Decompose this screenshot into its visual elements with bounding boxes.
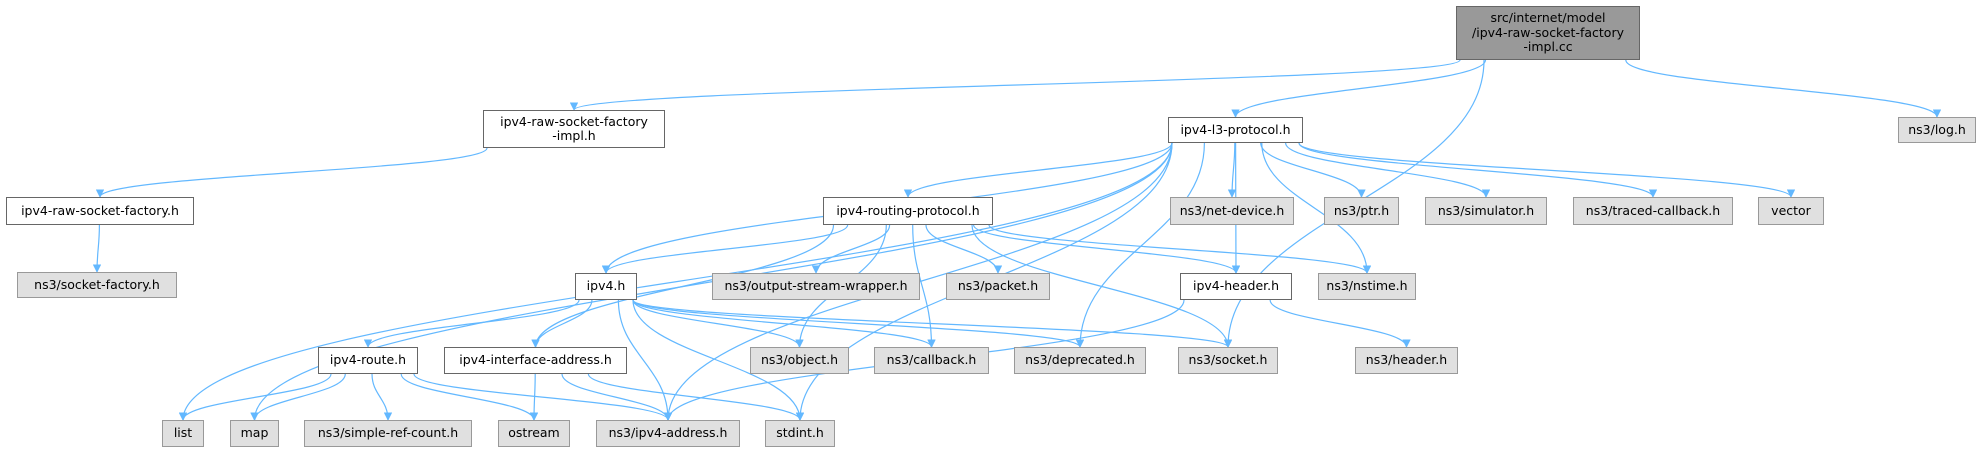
node-ns3-object-h: ns3/object.h (750, 347, 849, 374)
edge-ipv4_h-to-ipv4_address_h (617, 299, 673, 421)
node-ns3-output-stream-wrapper-h: ns3/output-stream-wrapper.h (712, 273, 920, 300)
edge-routing_protocol_h-to-nstime_h (988, 224, 1372, 274)
edge-route_h-to-ostream (400, 373, 539, 421)
node-ns3-log-h: ns3/log.h (1898, 117, 1976, 143)
node-ipv4-header-h[interactable]: ipv4-header.h (1180, 273, 1292, 300)
edge-routing_protocol_h-to-ipv4_h (601, 224, 849, 274)
edge-ipv4_header_h-to-header_h (1269, 299, 1411, 348)
node-ns3-nstime-h: ns3/nstime.h (1318, 273, 1416, 300)
edge-interface_address_h-to-stdint_h (587, 373, 805, 421)
edge-interface_address_h-to-ostream (529, 373, 539, 421)
edge-l3_protocol_h-to-vector (1298, 142, 1796, 198)
node-stdint-h: stdint.h (765, 420, 835, 447)
node-ns3-packet-h: ns3/packet.h (946, 273, 1050, 300)
node-ipv4-h[interactable]: ipv4.h (575, 273, 637, 300)
node-list: list (162, 420, 204, 447)
edge-l3_protocol_h-to-list (178, 142, 1173, 421)
edge-root-to-raw_impl_h (570, 59, 1461, 111)
edge-route_h-to-map (250, 373, 346, 421)
node-ipv4-raw-socket-factory-h[interactable]: ipv4-raw-socket-factory.h (6, 197, 194, 225)
node-ns3-socket-factory-h: ns3/socket-factory.h (17, 272, 177, 298)
edge-routing_protocol_h-to-socket_h (971, 224, 1233, 348)
edge-l3_protocol_h-to-routing_protocol_h (903, 142, 1173, 198)
node-ns3-simulator-h: ns3/simulator.h (1425, 197, 1547, 225)
node-ns3-deprecated-h: ns3/deprecated.h (1014, 347, 1146, 374)
edge-l3_protocol_h-to-ipv4_address_h (663, 142, 1173, 421)
edge-ipv4_h-to-stdint_h (632, 299, 805, 421)
node-ipv4-route-h[interactable]: ipv4-route.h (318, 347, 418, 374)
node-ns3-traced-callback-h: ns3/traced-callback.h (1573, 197, 1733, 225)
node-ipv4-routing-protocol-h[interactable]: ipv4-routing-protocol.h (823, 197, 993, 225)
node-ns3-callback-h: ns3/callback.h (874, 347, 989, 374)
edge-interface_address_h-to-ipv4_address_h (561, 373, 673, 421)
edge-l3_protocol_h-to-ptr_h (1260, 142, 1366, 198)
node-ns3-socket-h: ns3/socket.h (1178, 347, 1278, 374)
edge-raw_impl_h-to-raw_factory_h (95, 147, 488, 198)
edge-route_h-to-simple_ref_count_h (371, 373, 393, 421)
edge-root-to-log_h (1625, 59, 1942, 118)
node-ns3-simple-ref-count-h: ns3/simple-ref-count.h (304, 420, 472, 447)
edge-route_h-to-list (178, 373, 332, 421)
edge-ipv4_h-to-callback_h (632, 299, 936, 348)
node-ns3-header-h: ns3/header.h (1355, 347, 1458, 374)
edge-root-to-l3_protocol_h (1231, 59, 1487, 118)
edge-l3_protocol_h-to-nstime_h (1261, 142, 1372, 274)
edge-ipv4_h-to-route_h (363, 299, 580, 348)
edge-routing_protocol_h-to-callback_h (912, 224, 936, 348)
node-ipv4-raw-socket-factory-impl-h[interactable]: ipv4-raw-socket-factory -impl.h (483, 110, 665, 148)
node-ostream: ostream (498, 420, 570, 447)
node-ns3-net-device-h: ns3/net-device.h (1170, 197, 1294, 225)
node-ipv4-l3-protocol-h[interactable]: ipv4-l3-protocol.h (1168, 117, 1303, 143)
edge-routing_protocol_h-to-ipv4_header_h (973, 224, 1241, 274)
edge-ipv4_h-to-object_h (632, 299, 804, 348)
edge-l3_protocol_h-to-simulator_h (1285, 142, 1491, 198)
edge-routing_protocol_h-to-interface_address_h (531, 224, 835, 348)
edge-raw_factory_h-to-socket_factory_h (92, 224, 102, 273)
node-ns3-ipv4-address-h: ns3/ipv4-address.h (596, 420, 740, 447)
node-map: map (230, 420, 279, 447)
edge-ipv4_h-to-deprecated_h (632, 299, 1085, 348)
node-ns3-ptr-h: ns3/ptr.h (1324, 197, 1399, 225)
node-vector: vector (1758, 197, 1824, 225)
edge-l3_protocol_h-to-net_device_h (1227, 142, 1237, 198)
edge-routing_protocol_h-to-packet_h (925, 224, 1003, 274)
node-ipv4-interface-address-h[interactable]: ipv4-interface-address.h (444, 347, 627, 374)
node-root-ipv4-raw-socket-factory-impl-cc[interactable]: src/internet/model /ipv4-raw-socket-fact… (1456, 6, 1640, 60)
edge-ipv4_h-to-socket_h (632, 299, 1232, 348)
edge-routing_protocol_h-to-output_stream_wrapper_h (811, 224, 891, 274)
edge-l3_protocol_h-to-deprecated_h (1075, 142, 1205, 348)
edge-ipv4_h-to-interface_address_h (531, 299, 593, 348)
edge-l3_protocol_h-to-traced_callback_h (1298, 142, 1658, 198)
edge-route_h-to-ipv4_address_h (413, 373, 673, 421)
